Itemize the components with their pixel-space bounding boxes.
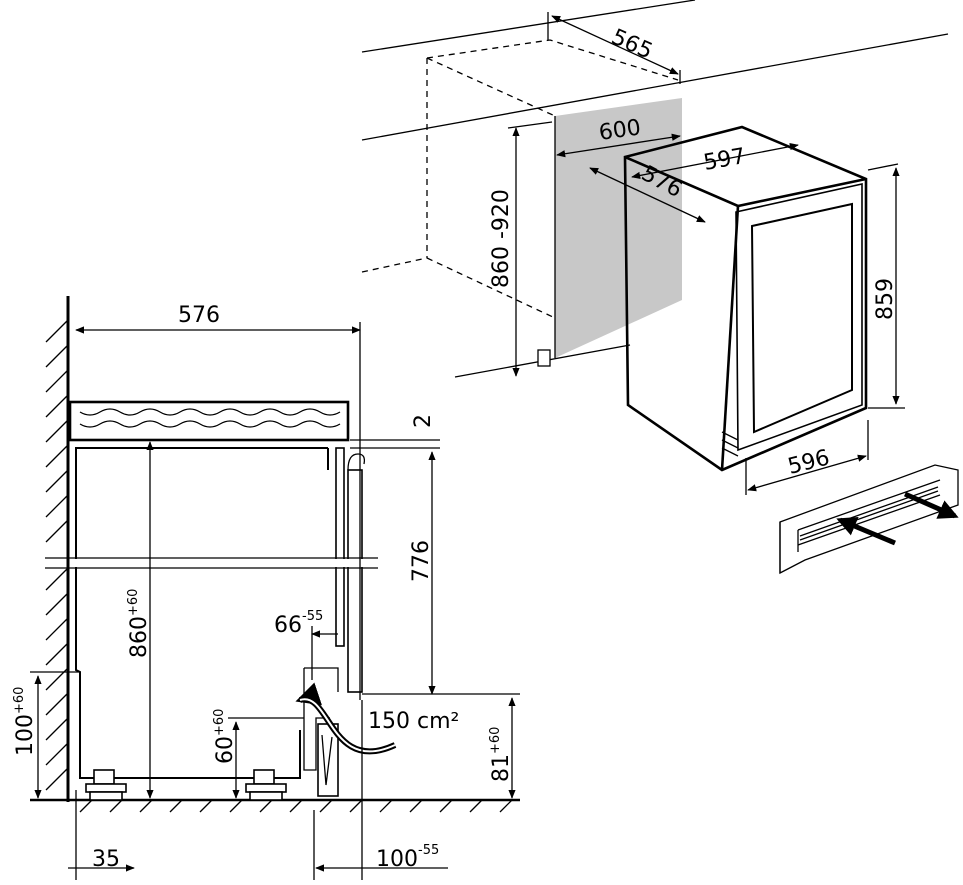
appliance-door bbox=[735, 183, 863, 452]
dim-niche-height: 860 -920 bbox=[489, 189, 514, 288]
dim-inset: 66-55 bbox=[274, 609, 323, 638]
dim-plinth-depth: 100-55 bbox=[376, 843, 439, 872]
section-view: 576 2 776 860+60 66-55 150 cm² 100+60 60… bbox=[12, 296, 520, 880]
dim-plinth-depth-tolerance: -55 bbox=[418, 843, 439, 858]
worktop bbox=[68, 400, 350, 442]
dim-foot-height-tolerance: +60 bbox=[212, 709, 227, 736]
dim-niche-width: 600 bbox=[597, 115, 642, 146]
vent-area-label: 150 cm² bbox=[368, 709, 459, 734]
perspective-view: 565 600 860 -920 597 576 859 596 bbox=[361, 0, 949, 495]
dim-plinth-width: 596 bbox=[785, 445, 832, 479]
dim-left-height-tolerance: +60 bbox=[12, 687, 27, 714]
dim-section-height-tolerance: +60 bbox=[126, 589, 141, 616]
niche-foot bbox=[537, 349, 551, 367]
section-front-panel bbox=[347, 469, 363, 693]
dim-section-height: 860+60 bbox=[126, 589, 152, 658]
adjustable-foot bbox=[85, 769, 127, 801]
dim-inset-tolerance: -55 bbox=[302, 609, 323, 624]
dim-gap: 2 bbox=[411, 414, 436, 428]
dim-section-depth: 576 bbox=[178, 303, 220, 328]
dim-left-height: 100+60 bbox=[12, 687, 38, 756]
dim-height-above-vent: 776 bbox=[409, 540, 434, 582]
dim-front-offset: 35 bbox=[92, 847, 120, 872]
door-glass bbox=[750, 202, 853, 434]
dim-niche-depth: 565 bbox=[608, 25, 657, 65]
adjustable-foot bbox=[245, 769, 287, 801]
vent-grille-detail bbox=[779, 464, 959, 575]
dim-appliance-height: 859 bbox=[873, 278, 898, 320]
dim-appliance-width: 597 bbox=[702, 144, 748, 176]
section-door bbox=[335, 447, 345, 647]
dim-plinth-height: 81+60 bbox=[488, 727, 514, 782]
dim-plinth-height-tolerance: +60 bbox=[488, 727, 503, 754]
dim-foot-height: 60+60 bbox=[212, 709, 238, 764]
